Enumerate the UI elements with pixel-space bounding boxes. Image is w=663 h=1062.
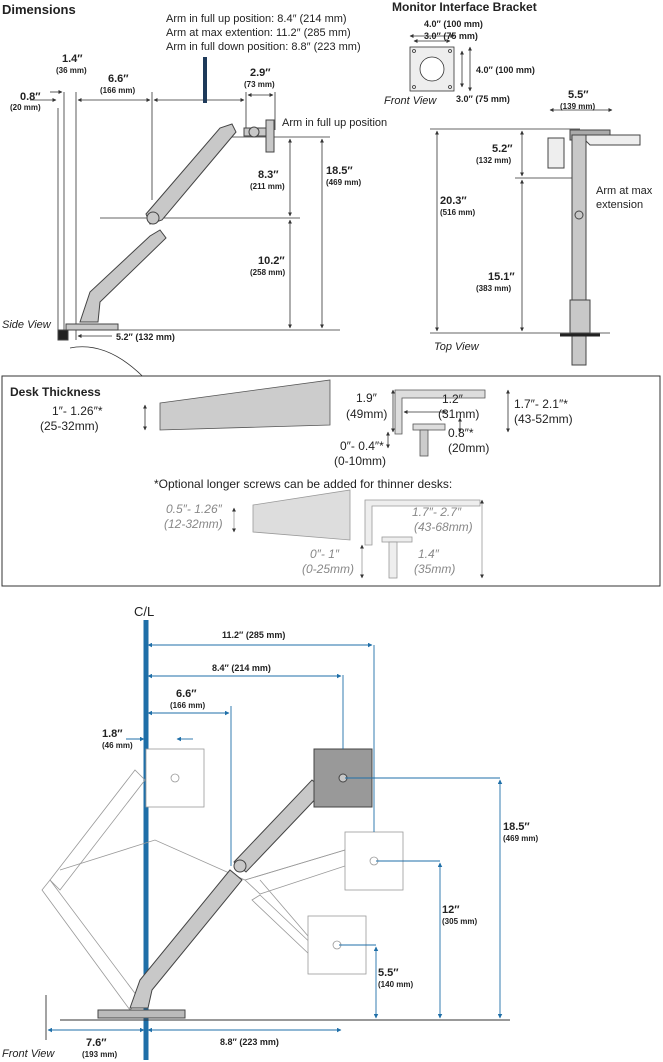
dimensions-title: Dimensions [2, 2, 76, 17]
bracket-title: Monitor Interface Bracket [392, 0, 537, 14]
arm-full-down-note: Arm in full down position: 8.8″ (223 mm) [166, 41, 361, 53]
arm-max-ext-note: Arm at max extention: 11.2″ (285 mm) [166, 27, 351, 39]
dim-10-2-mm: (258 mm) [250, 268, 286, 277]
top-20-3-mm: (516 mm) [440, 208, 476, 217]
front-view-dimensions [45, 642, 510, 1040]
desk-thick-mm: (25-32mm) [40, 419, 99, 433]
thin-range-mm: (12-32mm) [164, 517, 223, 531]
dim-5-2: 5.2″ (132 mm) [116, 332, 175, 342]
dim-2-9: 2.9″ [250, 67, 271, 79]
top-5-2-mm: (132 mm) [476, 156, 512, 165]
centerline-label: C/L [134, 604, 155, 619]
bracket-front-view: Front View [384, 95, 437, 107]
top-view-arm [547, 129, 641, 366]
front-6-6-mm: (166 mm) [170, 701, 206, 710]
front-view-label: Front View [2, 1048, 55, 1060]
side-view-arm [57, 119, 275, 341]
dim-8-3-mm: (211 mm) [250, 182, 285, 191]
front-8-4: 8.4″ (214 mm) [212, 663, 271, 673]
top-view-label: Top View [434, 341, 479, 353]
desk-thick: 1″- 1.26″* [52, 404, 103, 418]
thin-1-7: 1.7″- 2.7″ [412, 505, 462, 519]
top-5-5: 5.5″ [568, 89, 589, 101]
front-7-6-mm: (193 mm) [82, 1050, 118, 1059]
front-11-2: 11.2″ (285 mm) [222, 630, 286, 640]
bracket-h3: 3.0″ (75 mm) [456, 94, 510, 104]
dim-1-4-mm: (36 mm) [56, 66, 87, 75]
thin-range: 0.5″- 1.26″ [166, 502, 222, 516]
desk-thickness-frame [1, 375, 661, 587]
dim-18-5-mm: (469 mm) [326, 178, 362, 187]
front-12: 12″ [442, 904, 460, 916]
arm-pointer-bar [203, 57, 207, 103]
top-15-1-mm: (383 mm) [476, 284, 512, 293]
top-15-1: 15.1″ [488, 271, 515, 283]
dim-8-3: 8.3″ [258, 169, 279, 181]
dim-1-4: 1.4″ [62, 53, 83, 65]
desk-note: *Optional longer screws can be added for… [154, 477, 453, 491]
thin-0-1-mm: (0-25mm) [302, 562, 355, 576]
bracket-w4: 4.0″ (100 mm) [424, 19, 483, 29]
front-8-8: 8.8″ (223 mm) [220, 1037, 279, 1047]
desk-title: Desk Thickness [10, 385, 101, 399]
bracket-drawing [409, 34, 472, 92]
clamp-1-2-mm: (31mm) [438, 407, 480, 421]
front-18-5-mm: (469 mm) [503, 834, 539, 843]
front-1-8: 1.8″ [102, 728, 123, 740]
dim-2-9-mm: (73 mm) [244, 80, 275, 89]
top-5-5-mm: (139 mm) [560, 102, 596, 111]
front-6-6: 6.6″ [176, 688, 197, 700]
thin-1-4: 1.4″ [418, 547, 439, 561]
thin-0-1: 0″- 1″ [310, 547, 340, 561]
desk-drawing [143, 379, 510, 579]
side-view-label: Side View [2, 319, 51, 331]
dim-0-8-mm: (20 mm) [10, 103, 41, 112]
front-12-mm: (305 mm) [442, 917, 478, 926]
front-view-arm [97, 748, 373, 1019]
bracket-h4: 4.0″ (100 mm) [476, 65, 535, 75]
top-max-ext2: extension [596, 199, 644, 211]
clamp-0-0-mm: (0-10mm) [334, 454, 387, 468]
dim-18-5: 18.5″ [326, 165, 353, 177]
dim-0-8: 0.8″ [20, 91, 41, 103]
clamp-1-9: 1.9″ [356, 391, 377, 405]
clamp-0-0: 0″- 0.4″* [340, 439, 384, 453]
clamp-0-8: 0.8″* [448, 426, 474, 440]
thin-1-4-mm: (35mm) [414, 562, 456, 576]
front-18-5: 18.5″ [503, 821, 530, 833]
front-5-5-mm: (140 mm) [378, 980, 414, 989]
clamp-0-8-mm: (20mm) [448, 441, 490, 455]
dim-6-6-mm: (166 mm) [100, 86, 136, 95]
top-max-ext: Arm at max [596, 185, 653, 197]
clamp-1-7: 1.7″- 2.1″* [514, 397, 568, 411]
side-view-drawing [30, 90, 340, 340]
dim-10-2: 10.2″ [258, 255, 285, 267]
front-7-6: 7.6″ [86, 1037, 107, 1049]
clamp-1-2: 1.2″ [442, 392, 463, 406]
front-5-5: 5.5″ [378, 967, 399, 979]
clamp-1-9-mm: (49mm) [346, 407, 388, 421]
clamp-1-7-mm: (43-52mm) [514, 412, 573, 426]
top-20-3: 20.3″ [440, 195, 467, 207]
thin-1-7-mm: (43-68mm) [414, 520, 473, 534]
top-5-2: 5.2″ [492, 143, 513, 155]
arm-full-up-note: Arm in full up position: 8.4″ (214 mm) [166, 13, 347, 25]
bracket-w3: 3.0″ (75 mm) [424, 31, 478, 41]
front-1-8-mm: (46 mm) [102, 741, 133, 750]
full-up-label: Arm in full up position [282, 117, 388, 129]
dim-6-6: 6.6″ [108, 73, 129, 85]
